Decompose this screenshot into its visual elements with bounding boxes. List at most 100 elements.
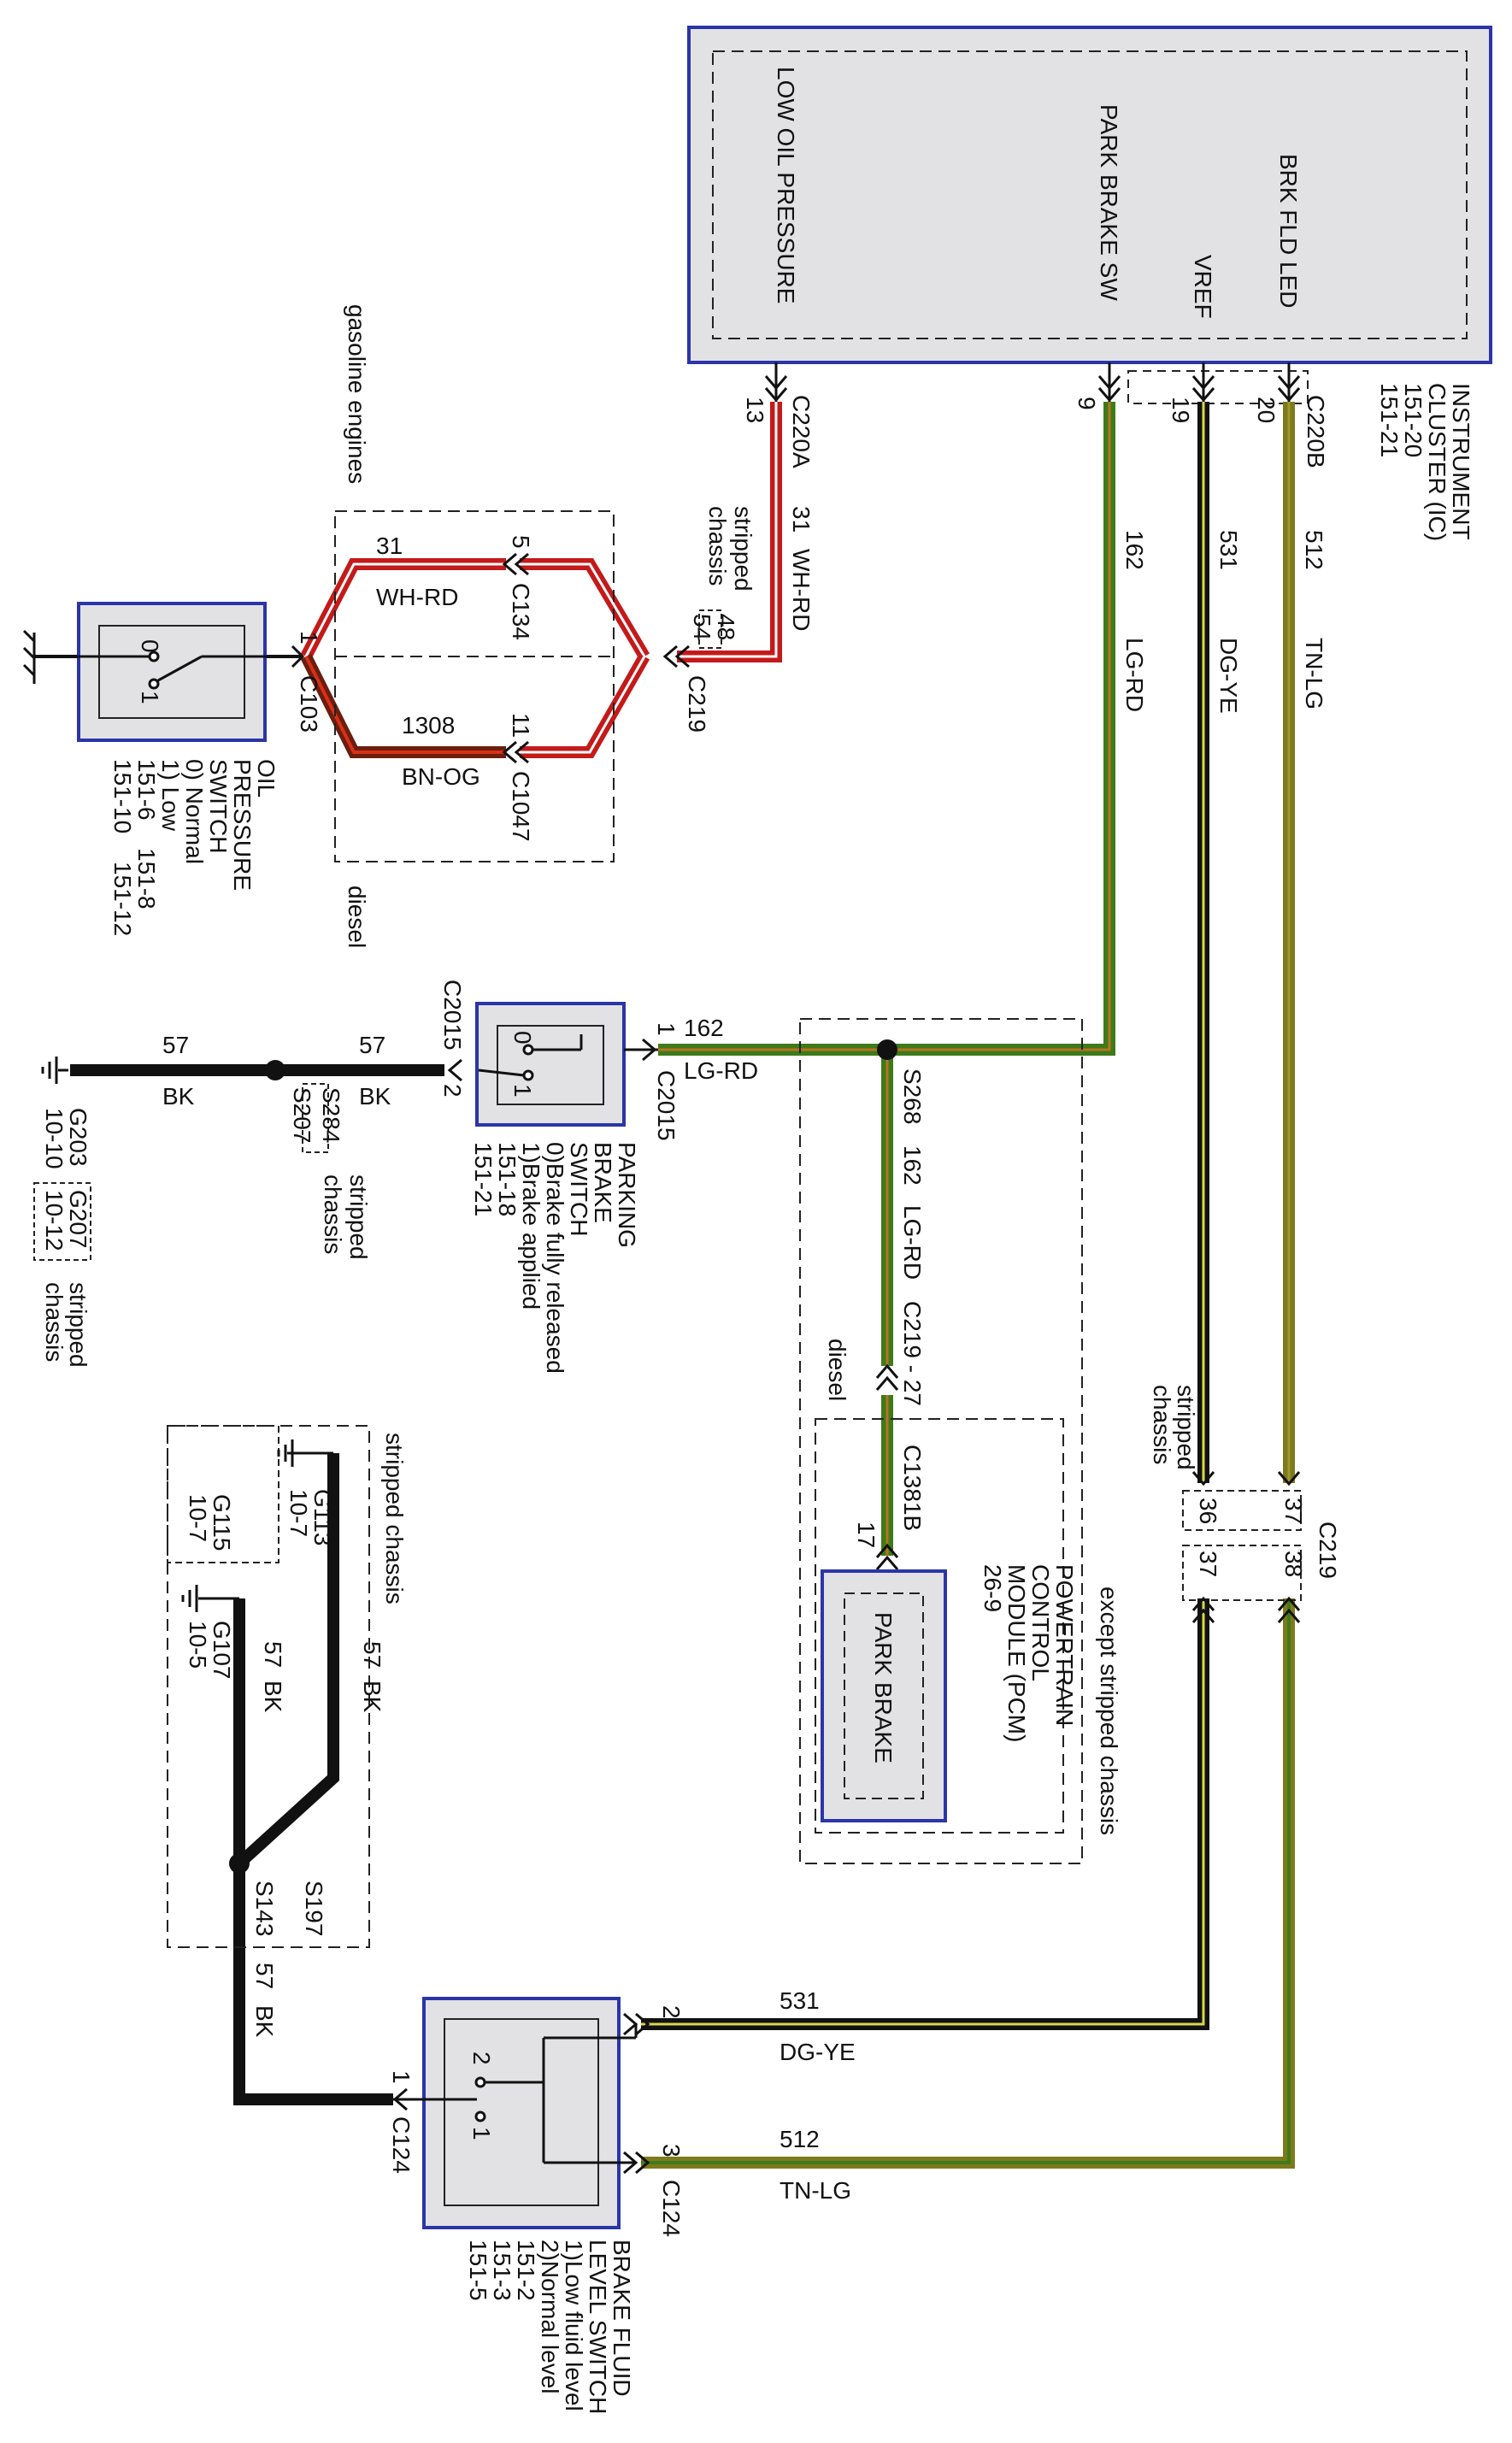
- note-chassis-lower: chassis: [1149, 1385, 1175, 1464]
- pcm-module: [821, 1569, 947, 1822]
- c124-pin-1: 1: [388, 2070, 415, 2084]
- pcm-title-1: POWERTRAIN: [1051, 1564, 1078, 1726]
- parking-switch-title-2: BRAKE: [590, 1142, 616, 1223]
- brake-fluid-switch-inner: [444, 2018, 599, 2206]
- note-diesel-pcm: diesel: [824, 1339, 850, 1401]
- wire-1308-number: 1308: [402, 712, 455, 739]
- wire-31-gasoline-left-base: [300, 558, 506, 660]
- signal-park-brake-sw: PARK BRAKE SW: [1096, 104, 1122, 301]
- splice-s143-label: S143: [251, 1881, 278, 1936]
- connector-symbol-c2015-1: [642, 1038, 657, 1062]
- oil-switch-ref-2b: 151-12: [109, 862, 136, 936]
- parking-switch-ref-1: 151-18: [494, 1142, 521, 1216]
- c124-pin-2: 2: [658, 2005, 685, 2019]
- connector-symbol-c220b-19: [1191, 362, 1215, 403]
- splice-s197-label: S197: [301, 1881, 327, 1936]
- wire-31-gasoline-color: WH-RD: [376, 584, 458, 610]
- note-stripped-s284: stripped: [345, 1174, 372, 1260]
- pin-48-label: 48: [713, 614, 739, 640]
- note-chassis-g207: chassis: [41, 1282, 68, 1362]
- cluster-title-line1: INSTRUMENT: [1448, 383, 1474, 540]
- wire-31-number: 31: [788, 506, 815, 533]
- pcm-pin-17: 17: [853, 1522, 880, 1548]
- connector-c219-label-upper: C219: [684, 675, 710, 733]
- oil-switch-contact-icon: [34, 650, 303, 690]
- oil-switch-title-3: SWITCH: [205, 759, 232, 853]
- connector-symbol-c219-27: [875, 1363, 899, 1391]
- pin-19-label: 19: [1168, 397, 1194, 423]
- pin-37-upper-label: 37: [1280, 1498, 1307, 1524]
- parking-switch-state-1: 1)Brake applied: [518, 1142, 544, 1310]
- wire-57-bk-g107: [233, 1598, 393, 2105]
- cluster-title-line3: 151-20: [1400, 383, 1427, 457]
- connector-symbol-c220b-9: [1097, 362, 1121, 403]
- oil-switch-ref-1b: 151-8: [133, 848, 160, 910]
- wire-162-color-horizontal: LG-RD: [684, 1057, 758, 1084]
- ground-g107-label: G107: [209, 1621, 235, 1680]
- pcm-title-2: CONTROL: [1027, 1564, 1054, 1681]
- connector-symbol-c220a-13: [764, 362, 788, 403]
- parking-switch-pin-0: 0: [509, 1031, 536, 1045]
- connector-symbol-c219-36-37: [1191, 1471, 1301, 1486]
- wire-512-color: TN-LG: [1301, 638, 1327, 709]
- note-chassis-ic: chassis: [704, 506, 731, 586]
- wire-531-color-lower: DG-YE: [780, 2039, 856, 2065]
- instrument-cluster-module: [687, 26, 1492, 364]
- wire-1308-color: BN-OG: [402, 763, 480, 790]
- pin-13-label: 13: [742, 397, 768, 423]
- note-stripped-chassis-grounds: stripped chassis: [381, 1433, 408, 1604]
- ground-g207-label: G207: [65, 1190, 91, 1249]
- wire-1308-bn-og-stripe: [304, 656, 506, 754]
- signal-vref: VREF: [1190, 255, 1216, 319]
- pin-36-label: 36: [1195, 1498, 1221, 1524]
- connector-c124-left: C124: [388, 2116, 415, 2174]
- wire-531-number: 531: [1215, 530, 1242, 570]
- c2015-pin-1: 1: [653, 1022, 680, 1036]
- signal-low-oil-pressure: LOW OIL PRESSURE: [773, 67, 799, 303]
- ground-g207-ref: 10-12: [41, 1190, 68, 1251]
- note-gasoline-engines: gasoline engines: [344, 304, 370, 484]
- fluid-switch-pin-1: 1: [468, 2127, 495, 2140]
- engine-variant-box: [334, 510, 615, 862]
- c220b-connector-outline: [1127, 370, 1309, 404]
- fluid-switch-state-2: 2)Normal level: [537, 2240, 563, 2394]
- pin-20-label: 20: [1253, 397, 1280, 423]
- signal-brk-fld-led: BRK FLD LED: [1275, 154, 1302, 309]
- pin-5-label: 5: [508, 535, 534, 549]
- oil-switch-ref-1a: 151-6: [133, 759, 160, 821]
- splice-s284-label: S284: [318, 1087, 344, 1143]
- c219-stripped-box: [1182, 1490, 1302, 1531]
- fluid-switch-state-1: 1)Low fluid level: [561, 2240, 587, 2411]
- splice-s268-label: S268: [899, 1068, 926, 1124]
- c2015-pin-2: 2: [439, 1084, 466, 1098]
- splice-s207-dot: [265, 1060, 285, 1080]
- fluid-switch-title-1: BRAKE FLUID: [609, 2240, 635, 2397]
- parking-switch-state-0: 0)Brake fully released: [542, 1142, 568, 1374]
- cluster-title-line4: 151-21: [1376, 383, 1403, 457]
- wire-531-number-lower: 531: [780, 1987, 820, 2014]
- oil-switch-title-1: OIL: [253, 759, 279, 798]
- wire-162-branch-color: LG-RD: [899, 1205, 926, 1280]
- brake-fluid-switch-contact-icon: [393, 2024, 638, 2164]
- wire-512-lower-stripe: [641, 1598, 1291, 2164]
- ground-g107-ref: 10-5: [185, 1621, 211, 1669]
- oil-switch-state-1: 1) Low: [157, 759, 184, 832]
- connector-symbol-c124-2: [623, 2012, 650, 2036]
- pcm-title-4: 26-9: [980, 1564, 1006, 1612]
- ground-g115-ref: 10-7: [185, 1494, 211, 1542]
- note-stripped-g207: stripped: [65, 1282, 91, 1368]
- connector-symbol-c1047-11: [502, 740, 529, 764]
- ground-g113-ref: 10-7: [285, 1489, 312, 1537]
- pin-38-label: 38: [1280, 1551, 1307, 1577]
- ground-g203-icon: [41, 1057, 68, 1084]
- wire-31-wh-rd-stripe: [677, 402, 778, 658]
- connector-c134-label: C134: [508, 583, 534, 640]
- connector-symbol-c124-3: [623, 2151, 650, 2175]
- note-stripped-lower: stripped: [1173, 1385, 1199, 1470]
- note-diesel: diesel: [344, 886, 370, 948]
- wire-162-number-horizontal: 162: [684, 1015, 724, 1041]
- parking-switch-title-3: SWITCH: [566, 1142, 592, 1236]
- cluster-title-line2: CLUSTER (IC): [1424, 383, 1450, 541]
- splice-s268-dot: [877, 1039, 897, 1060]
